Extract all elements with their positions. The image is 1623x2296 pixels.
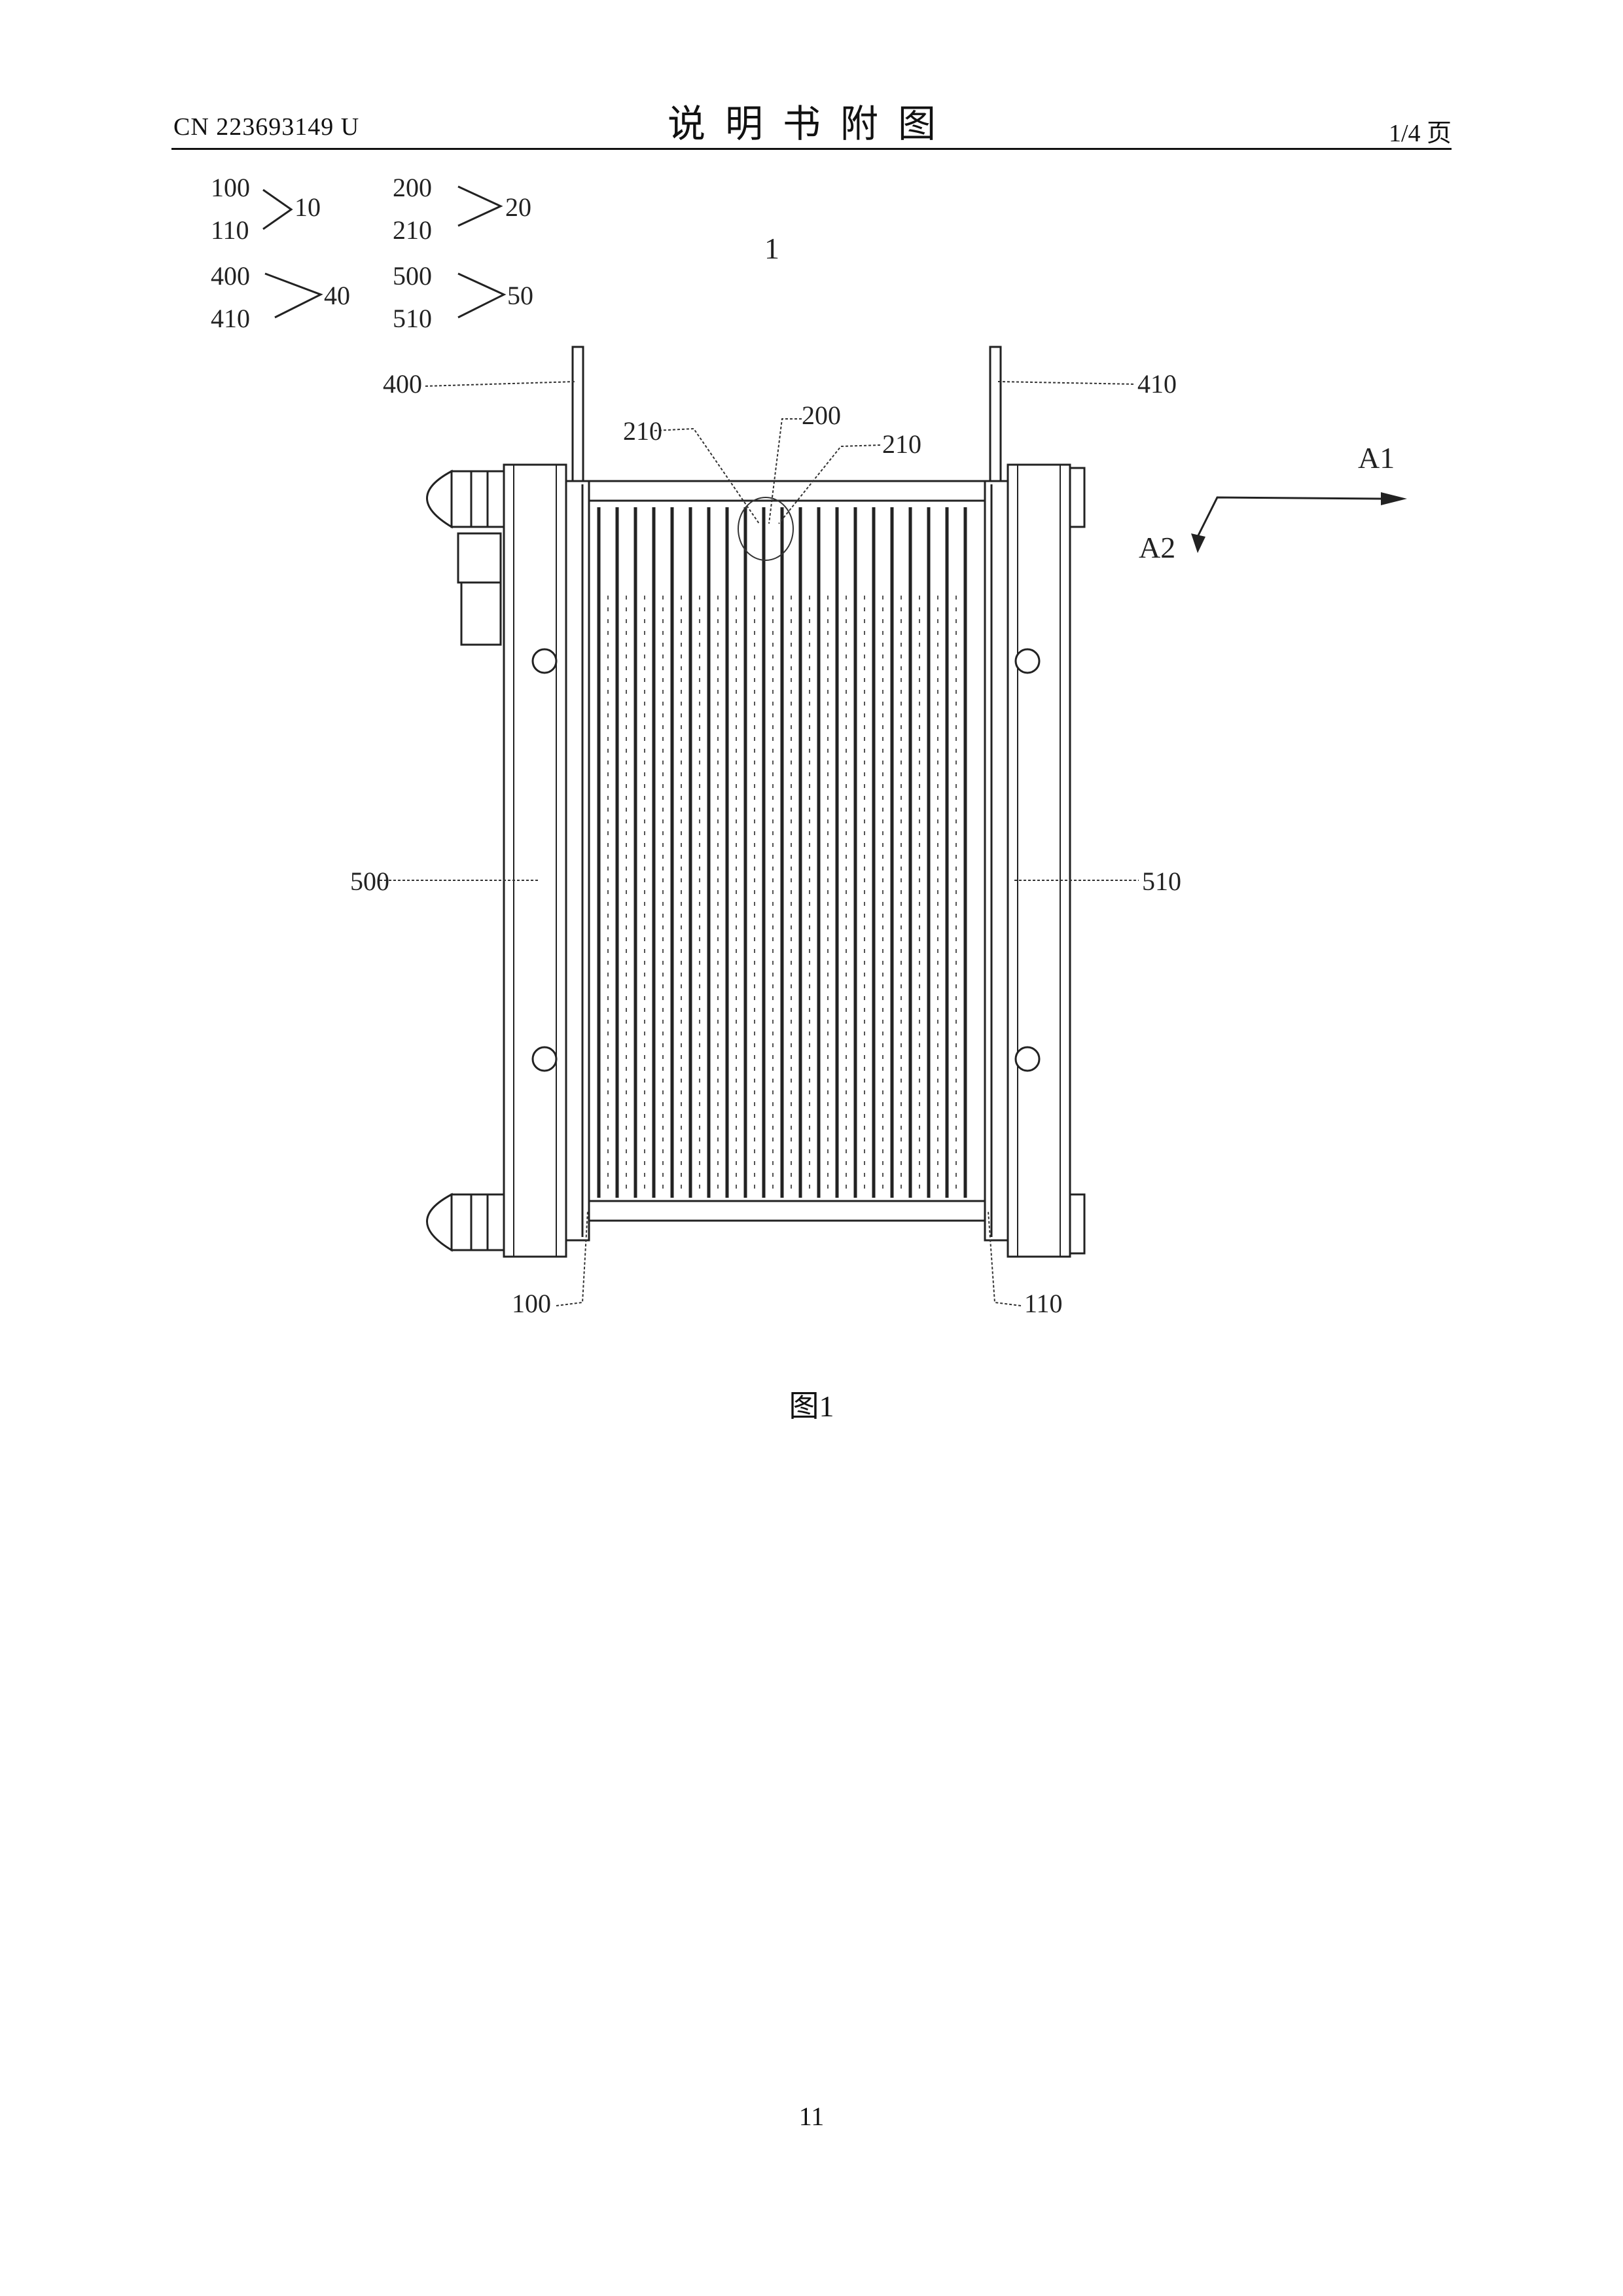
legend-group-10-label: 10: [294, 192, 321, 222]
patent-drawing: 100 110 10 200 210 20 400 410 40 500 510…: [0, 0, 1623, 1440]
legend-510: 510: [393, 304, 432, 333]
end-plate-510: [1008, 465, 1084, 1257]
label-200: 200: [802, 401, 841, 430]
label-100: 100: [512, 1289, 551, 1318]
label-a2: A2: [1139, 531, 1175, 564]
legend-bracket-20: [458, 187, 501, 226]
side-port: [458, 533, 501, 645]
legend-group-50: 500 510 50: [393, 261, 533, 333]
legend-bracket-50: [458, 274, 504, 317]
label-a1: A1: [1358, 441, 1395, 475]
plate-stack: [599, 507, 965, 1198]
legend-group-40: 400 410 40: [211, 261, 350, 333]
top-rail: [589, 481, 985, 501]
collector-110: [985, 481, 1008, 1240]
label-210-right: 210: [882, 429, 921, 459]
legend-group-20: 200 210 20: [393, 173, 531, 245]
label-410: 410: [1137, 369, 1177, 399]
legend-110: 110: [211, 215, 249, 245]
figure-caption: 图1: [0, 1382, 1623, 1426]
legend-group-10: 100 110 10: [211, 173, 321, 245]
label-210-left: 210: [623, 416, 662, 446]
legend-400: 400: [211, 261, 250, 291]
legend-200: 200: [393, 173, 432, 202]
cable-gland-top: [427, 471, 505, 527]
label-400: 400: [383, 369, 422, 399]
legend-group-20-label: 20: [505, 192, 531, 222]
terminal-400: [573, 347, 583, 488]
legend-bracket-10: [263, 190, 291, 229]
assembly-label: 1: [764, 232, 779, 265]
end-plate-500: [504, 465, 566, 1257]
bottom-rail: [589, 1201, 985, 1221]
cable-gland-bottom: [427, 1194, 505, 1250]
collector-100: [566, 481, 589, 1240]
page-number: 11: [0, 2101, 1623, 2132]
legend-bracket-40: [265, 274, 321, 317]
label-500: 500: [350, 867, 389, 896]
legend-410: 410: [211, 304, 250, 333]
legend-100: 100: [211, 173, 250, 202]
direction-arrows: [1191, 492, 1407, 553]
label-110: 110: [1024, 1289, 1063, 1318]
label-510: 510: [1142, 867, 1181, 896]
legend-group-40-label: 40: [324, 281, 350, 310]
legend-210: 210: [393, 215, 432, 245]
legend-500: 500: [393, 261, 432, 291]
legend-group-50-label: 50: [507, 281, 533, 310]
terminal-410: [990, 347, 1001, 488]
